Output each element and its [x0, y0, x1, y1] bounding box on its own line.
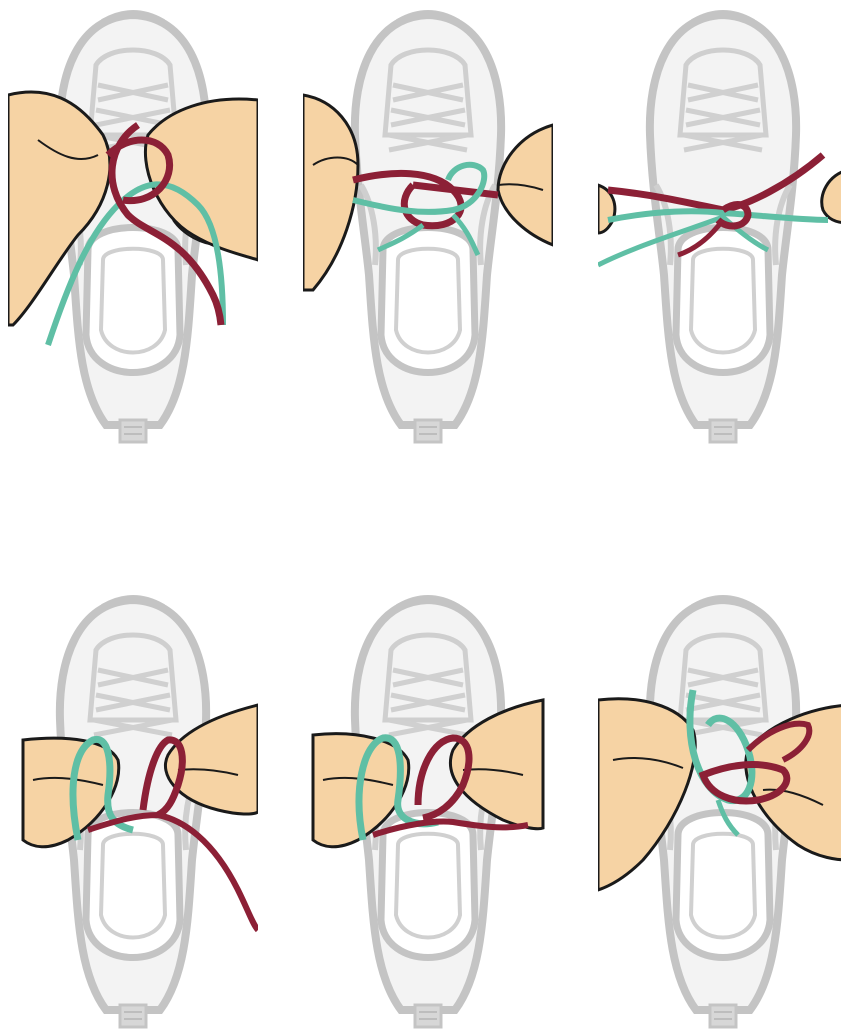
hands-forming-two-loops-icon — [8, 590, 258, 1030]
step-1-panel — [8, 5, 258, 445]
step-2-panel — [303, 5, 553, 445]
step-4-panel — [8, 590, 258, 1030]
hands-pulling-half-knot-icon — [303, 5, 553, 445]
hands-finishing-bow-icon — [598, 590, 841, 1030]
step-5-panel — [303, 590, 553, 1030]
hands-crossing-laces-icon — [8, 5, 258, 445]
step-3-panel — [598, 5, 841, 445]
step-6-panel — [598, 590, 841, 1030]
hands-crossing-loops-icon — [303, 590, 553, 1030]
tightened-half-knot-icon — [598, 5, 841, 445]
